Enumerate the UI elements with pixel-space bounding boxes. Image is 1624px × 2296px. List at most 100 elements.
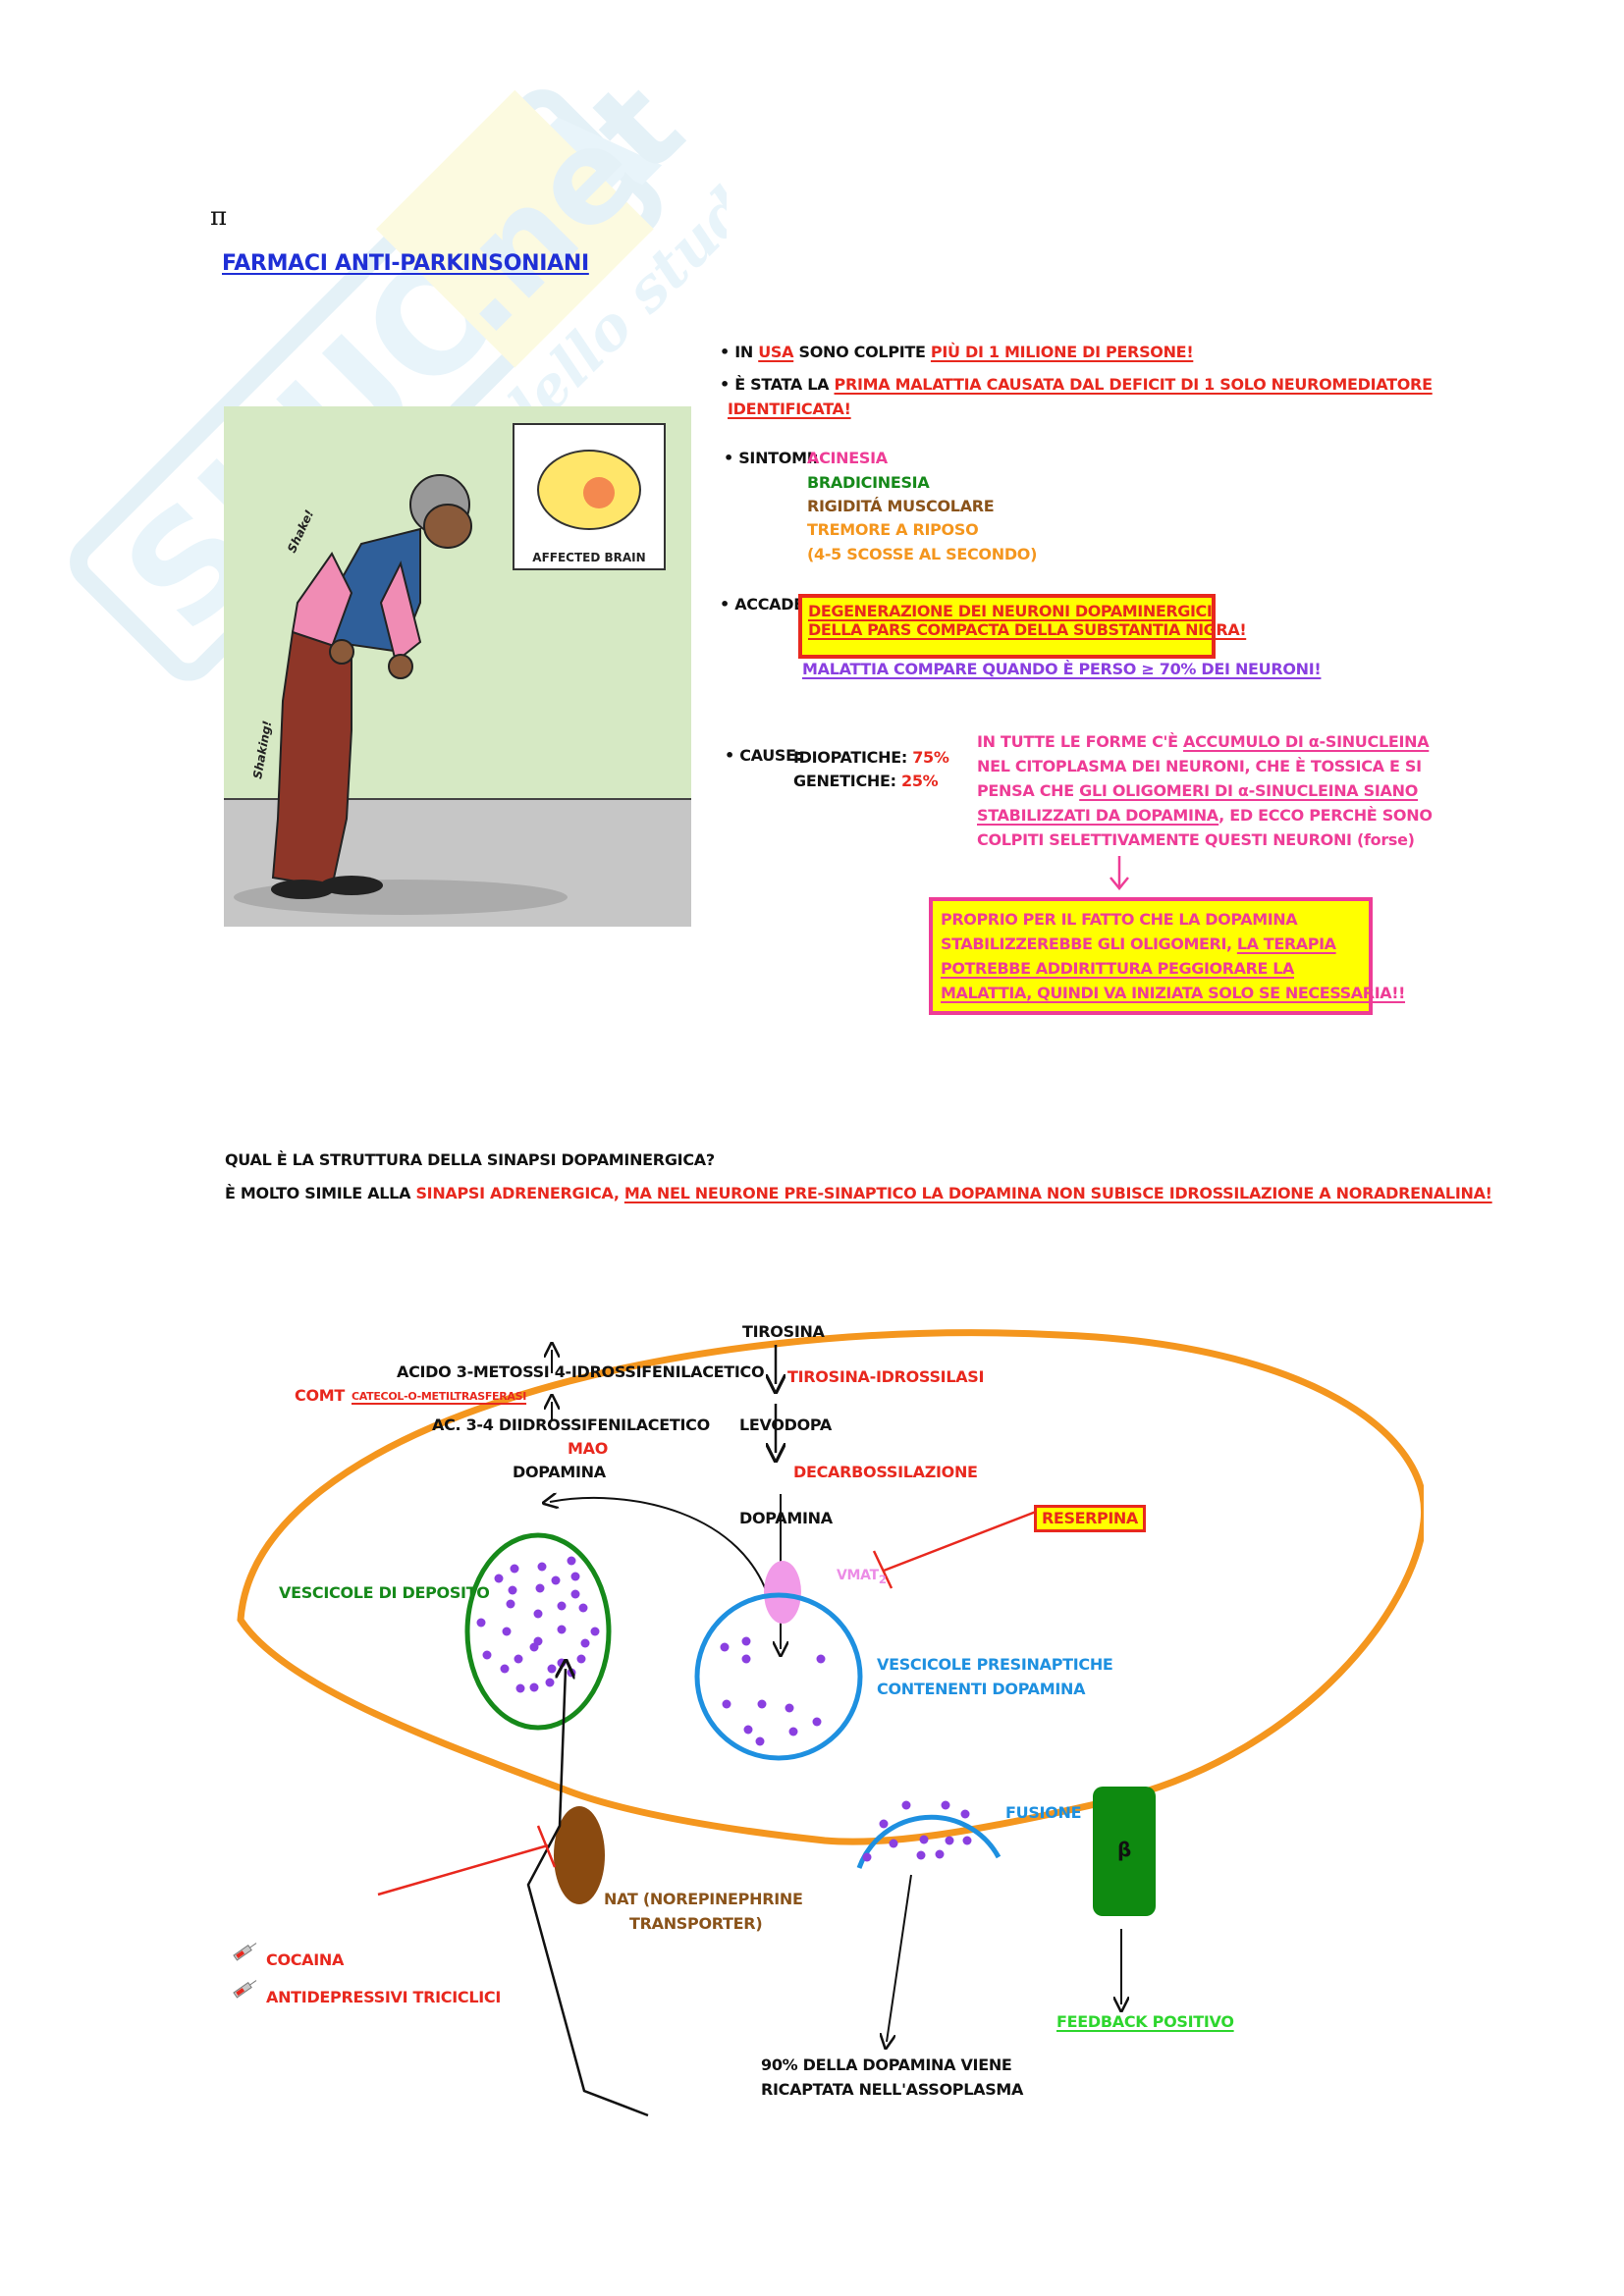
dopamine-molecule-dot — [570, 1589, 580, 1599]
symptom-item: ACINESIA — [807, 449, 888, 467]
inhibition-bar — [872, 1550, 893, 1589]
nat-label-cont: TRANSPORTER) — [629, 1914, 763, 1933]
sign-label: AFFECTED BRAIN — [532, 551, 645, 564]
cause-value: 75% — [912, 748, 949, 767]
curved-arrow-icon — [550, 1498, 772, 1606]
tyrosine-hydroxylase-label: TIROSINA-IDROSSILASI — [787, 1367, 985, 1386]
dopamine-molecule-dot — [494, 1574, 504, 1583]
dopamine-cytoplasm: DOPAMINA — [513, 1463, 606, 1481]
dopamine-molecule-dot — [535, 1583, 545, 1593]
fact-usa-country: USA — [758, 343, 794, 361]
tyrosine-label: TIROSINA — [742, 1322, 825, 1341]
inhibition-line — [377, 1843, 549, 1896]
explanation-line: STABILIZZATI DA DOPAMINA, ED ECCO PERCHÈ… — [977, 806, 1433, 825]
dopamine-molecule-dot — [741, 1636, 751, 1646]
dopamine-molecule-dot — [557, 1625, 567, 1634]
reuptake-note-cont: RICAPTATA NELL'ASSOPLASMA — [761, 2080, 1024, 2099]
dopamine-molecule-dot — [510, 1564, 519, 1574]
dopamine-molecule-dot — [960, 1809, 970, 1819]
dopamine-molecule-dot — [741, 1654, 751, 1664]
dopamine-molecule-dot — [578, 1603, 588, 1613]
dopamine-molecule-dot — [514, 1654, 523, 1664]
synapse-answer: È MOLTO SIMILE ALLA SINAPSI ADRENERGICA,… — [225, 1184, 1492, 1202]
symptom-item: (4-5 SCOSSE AL SECONDO) — [807, 545, 1038, 563]
beta-label: β — [1117, 1838, 1132, 1861]
reserpine-box: RESERPINA — [1034, 1505, 1146, 1532]
cause-idiopathic: IDIOPATICHE: 75% — [793, 748, 949, 767]
storage-vesicle-dots — [476, 1556, 600, 1693]
causes-label: • CAUSE: — [725, 746, 802, 765]
presynaptic-vesicle-dots — [720, 1636, 826, 1746]
fact-usa: • IN USA SONO COLPITE PIÙ DI 1 MILIONE D… — [720, 343, 1194, 361]
symptom-item: TREMORE A RIPOSO — [807, 520, 979, 539]
svg-text:.net: .net — [404, 59, 712, 361]
fact-usa-highlight: PIÙ DI 1 MILIONE DI PERSONE! — [930, 343, 1194, 361]
synapse-question: QUAL È LA STRUTTURA DELLA SINAPSI DOPAMI… — [225, 1150, 715, 1169]
dopamine-molecule-dot — [757, 1699, 767, 1709]
drug-cocaine: COCAINA — [266, 1950, 345, 1969]
fusion-label: FUSIONE — [1005, 1803, 1082, 1822]
dopamine-molecule-dot — [788, 1727, 798, 1736]
cause-genetic: GENETICHE: 25% — [793, 772, 939, 790]
vmat-transporter — [764, 1561, 801, 1624]
dopamine-molecule-dot — [508, 1585, 517, 1595]
explanation-line: PENSA CHE GLI OLIGOMERI DI α-SINUCLEINA … — [977, 781, 1419, 800]
storage-vesicles-label: VESCICOLE DI DEPOSITO — [279, 1583, 490, 1602]
reuptake-note: 90% DELLA DOPAMINA VIENE — [761, 2056, 1012, 2074]
comt-label: COMT — [295, 1386, 345, 1405]
metabolite-dihydroxy: AC. 3-4 DIIDROSSIFENILACETICO — [432, 1415, 710, 1434]
dopamine-molecule-dot — [916, 1850, 926, 1860]
dopamine-molecule-dot — [919, 1835, 929, 1844]
dopamine-molecule-dot — [576, 1654, 586, 1664]
dopamine-molecule-dot — [557, 1601, 567, 1611]
dopamine-synthesized: DOPAMINA — [739, 1509, 833, 1527]
dopamine-molecule-dot — [901, 1800, 911, 1810]
dopamine-molecule-dot — [567, 1556, 576, 1566]
cause-value: 25% — [901, 772, 939, 790]
dopamine-molecule-dot — [502, 1627, 512, 1636]
dopamine-molecule-dot — [941, 1800, 950, 1810]
dopamine-molecule-dot — [537, 1562, 547, 1572]
dopamine-molecule-dot — [515, 1683, 525, 1693]
dopamine-molecule-dot — [500, 1664, 510, 1674]
dopamine-molecule-dot — [889, 1839, 898, 1848]
dopamine-molecule-dot — [545, 1678, 555, 1687]
parkinson-patient-illustration: AFFECTED BRAIN Shake! Shaking! — [224, 406, 691, 927]
presynaptic-vesicle — [694, 1592, 863, 1761]
release-arrow — [887, 1874, 912, 2042]
dopamine-molecule-dot — [962, 1836, 972, 1845]
neuron-membrane — [237, 1329, 1429, 1845]
dopamine-molecule-dot — [816, 1654, 826, 1664]
dopamine-molecule-dot — [567, 1668, 576, 1678]
dopamine-molecule-dot — [482, 1650, 492, 1660]
dopamine-molecule-dot — [529, 1642, 539, 1652]
explanation-line: NEL CITOPLASMA DEI NEURONI, CHE È TOSSIC… — [977, 757, 1422, 775]
occurs-label: • ACCADE: — [720, 595, 810, 614]
feedback-label: FEEDBACK POSITIVO — [1056, 2012, 1234, 2031]
dopamine-molecule-dot — [862, 1852, 872, 1862]
bullet: • — [720, 343, 735, 361]
nat-label: NAT (NOREPINEPHRINE — [604, 1890, 803, 1908]
syringe-icon — [233, 1943, 257, 1961]
dopamine-molecule-dot — [547, 1664, 557, 1674]
arrow-down-icon — [1110, 856, 1129, 890]
mao-label: MAO — [568, 1439, 609, 1458]
syringe-icon — [233, 1980, 257, 1999]
dopamine-molecule-dot — [812, 1717, 822, 1727]
fusion-vesicle — [856, 1814, 1001, 1869]
dopamine-molecule-dot — [476, 1618, 486, 1628]
explanation-line: IN TUTTE LE FORME C'È ACCUMULO DI α-SINU… — [977, 732, 1430, 751]
affected-brain-sign: AFFECTED BRAIN — [513, 423, 666, 570]
inhibition-line — [883, 1510, 1037, 1573]
symptoms-label: • SINTOMI: — [724, 449, 819, 467]
dopamine-molecule-dot — [551, 1575, 561, 1585]
beta-receptor — [1093, 1787, 1156, 1916]
dopamine-molecule-dot — [722, 1699, 731, 1709]
decarboxylation-label: DECARBOSSILAZIONE — [793, 1463, 978, 1481]
explanation-line: COLPITI SELETTIVAMENTE QUESTI NEURONI (f… — [977, 830, 1415, 849]
levodopa-label: LEVODOPA — [739, 1415, 832, 1434]
symptom-item: BRADICINESIA — [807, 473, 930, 492]
neuron-loss-note: MALATTIA COMPARE QUANDO È PERSO ≥ 70% DE… — [802, 660, 1322, 678]
metabolite-methoxy: ACIDO 3-METOSSI 4-IDROSSIFENILACETICO — [397, 1362, 765, 1381]
page-title: FARMACI ANTI-PARKINSONIANI — [222, 251, 589, 276]
